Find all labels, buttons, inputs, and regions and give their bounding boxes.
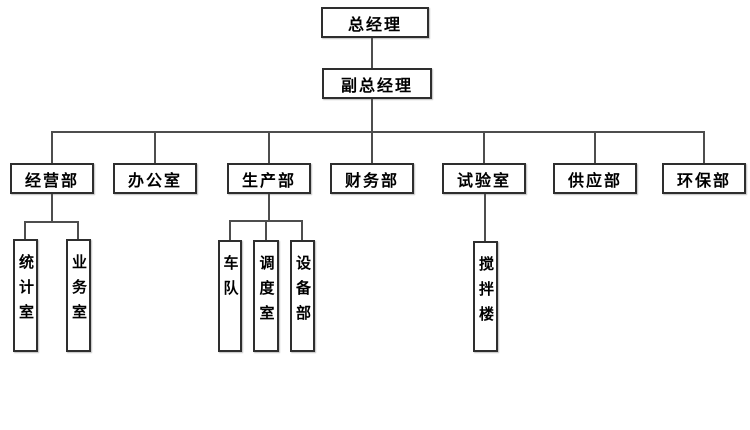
node-dispatch-room-label: 调度室 [257,255,275,330]
node-vehicle-fleet: 车队 [218,240,242,352]
connector-drop-production [268,131,270,163]
node-dept-office: 办公室 [113,163,197,194]
connector-drop-dispatch [265,220,267,240]
connector-deputy-trunk [371,99,373,132]
node-equipment-dept-label: 设备部 [294,255,311,330]
node-vehicle-fleet-label: 车队 [221,255,239,305]
node-dept-finance: 财务部 [330,163,414,194]
node-business-room-label: 业务室 [70,254,87,329]
node-business-room: 业务室 [66,239,91,352]
connector-operations-stem [51,194,53,223]
connector-drop-fleet [229,220,231,240]
connector-drop-office [154,131,156,163]
connector-drop-environmental [703,131,705,163]
connector-trunk-horizontal [51,131,705,133]
node-statistics-room: 统计室 [13,239,38,352]
connector-drop-laboratory [483,131,485,163]
connector-laboratory-stem [484,194,486,241]
connector-drop-business [77,221,79,239]
node-mixing-tower: 搅拌楼 [473,241,498,352]
connector-drop-statistics [24,221,26,239]
node-general-manager: 总经理 [321,7,429,38]
connector-drop-supply [594,131,596,163]
node-equipment-dept: 设备部 [290,240,315,352]
node-deputy-general-manager: 副总经理 [322,68,432,99]
connector-operations-branch [24,221,79,223]
connector-drop-equipment [301,220,303,240]
connector-drop-finance [371,131,373,163]
node-dept-supply: 供应部 [553,163,637,194]
node-mixing-tower-label: 搅拌楼 [477,256,494,331]
connector-root-deputy [371,38,373,68]
node-dept-laboratory: 试验室 [442,163,526,194]
node-statistics-room-label: 统计室 [17,254,34,329]
connector-drop-operations [51,131,53,163]
node-dispatch-room: 调度室 [253,240,279,352]
connector-production-stem [268,194,270,222]
node-dept-operations: 经营部 [10,163,94,194]
node-dept-production: 生产部 [227,163,311,194]
node-dept-environmental: 环保部 [662,163,746,194]
